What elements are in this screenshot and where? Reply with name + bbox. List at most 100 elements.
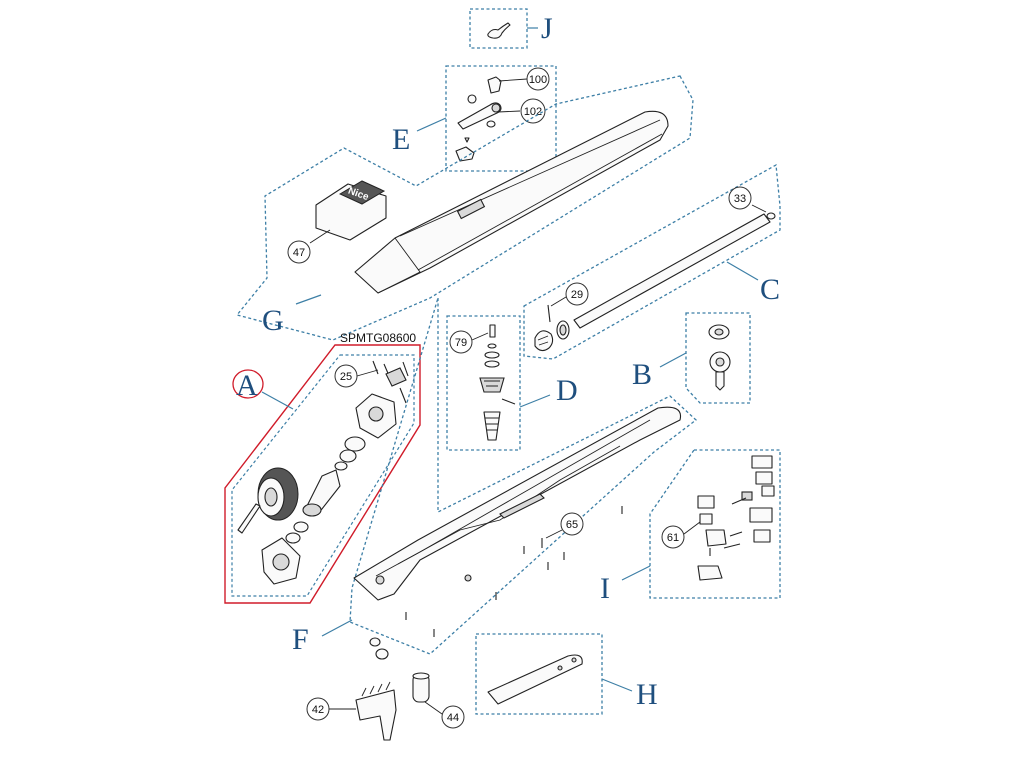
d-crown-gear-teeth	[484, 380, 500, 387]
gear-pinion-teeth	[537, 335, 549, 346]
group-j[interactable]: J	[469, 8, 553, 49]
base-housing-part	[353, 406, 682, 601]
i-plate-2	[741, 491, 753, 501]
group-e[interactable]: 100 102 E	[392, 65, 557, 172]
group-a-letter-ring	[232, 369, 264, 399]
group-c[interactable]: 33 29 C	[523, 163, 781, 360]
small-bushing-part	[486, 120, 496, 128]
callout-29-leader	[550, 296, 567, 307]
a-screw-3	[402, 361, 409, 377]
group-f-leader	[321, 619, 353, 637]
terminal-parts: 42 44	[306, 637, 465, 741]
gear-pinion-part	[534, 330, 554, 352]
d-bevel-gear-teeth	[485, 417, 499, 431]
a-motor-lead-part	[237, 503, 261, 534]
group-h-letter: H	[636, 678, 658, 711]
lead-screw-part	[573, 213, 771, 329]
svg-text:100: 100	[529, 74, 547, 86]
callout-33-leader	[751, 204, 767, 213]
pin-part	[464, 137, 470, 143]
callout-29: 29	[565, 282, 589, 306]
group-g-letter: G	[262, 304, 284, 337]
mounting-plate-part	[487, 654, 583, 705]
callout-100: 100	[526, 67, 550, 91]
a-gearbox-cover-hole	[368, 406, 384, 422]
callout-79: 79	[449, 330, 473, 354]
plate-hole-2	[557, 665, 563, 671]
i-screw-3	[723, 543, 741, 549]
cover-slot	[456, 198, 486, 220]
group-d-letter: D	[556, 374, 578, 407]
svg-text:42: 42	[312, 704, 324, 716]
group-h-frame	[475, 633, 603, 715]
callout-25-leader	[356, 369, 379, 377]
group-j-frame	[469, 8, 528, 49]
a-screw-1	[372, 360, 379, 375]
i-screw-1	[731, 497, 747, 505]
d-small-pin	[501, 398, 516, 405]
kit-code-label: SPMTG08600	[340, 331, 416, 345]
terminal-block-part	[355, 689, 397, 741]
group-a-letter: A	[236, 369, 258, 402]
group-e-frame	[445, 65, 557, 172]
group-g[interactable]: Nice 47 G	[235, 75, 694, 341]
pin-29-part	[547, 304, 551, 323]
callout-102-leader	[497, 110, 521, 113]
group-a-frame	[231, 354, 415, 597]
callout-47: 47	[287, 240, 311, 264]
group-b-frame	[685, 312, 751, 404]
i-base-block	[697, 565, 723, 581]
base-housing-slot	[499, 493, 545, 519]
callout-33: 33	[728, 186, 752, 210]
b-bushing-hole	[714, 328, 724, 336]
group-f-frame	[349, 297, 698, 655]
svg-text:47: 47	[293, 247, 305, 259]
a-worm-gear-part	[385, 367, 407, 387]
group-d[interactable]: 79 D	[446, 315, 578, 451]
callout-65-leader	[545, 529, 563, 539]
group-i-frame	[649, 449, 781, 599]
callout-100-leader	[498, 78, 528, 82]
a-ring-1	[344, 436, 366, 452]
a-motor-end-cap-hole	[272, 553, 290, 571]
i-actuator-1	[699, 513, 713, 525]
group-d-frame	[446, 315, 521, 451]
callout-44-leader	[424, 701, 443, 715]
b-release-key-hole	[715, 357, 725, 367]
group-d-leader	[519, 394, 551, 408]
group-f[interactable]: 65 F	[292, 297, 698, 656]
callout-65: 65	[560, 512, 584, 536]
group-h-leader	[601, 678, 633, 692]
latch-part	[455, 146, 475, 162]
callout-47-leader	[309, 229, 331, 244]
svg-text:102: 102	[524, 106, 542, 118]
d-washer-3	[484, 360, 500, 368]
base-hole-1	[375, 575, 385, 585]
group-a[interactable]: SPMTG08600 A 25	[224, 331, 421, 604]
cover-ridge	[399, 119, 661, 237]
bearing-inner	[559, 324, 567, 336]
lever-hole	[491, 103, 501, 113]
a-motor-winding-core	[264, 487, 278, 507]
d-washer-2	[484, 351, 500, 359]
group-c-frame	[523, 163, 781, 360]
a-screw-4	[399, 387, 407, 404]
svg-text:33: 33	[734, 193, 746, 205]
group-h[interactable]: H	[475, 633, 658, 715]
group-i-leader	[621, 565, 651, 581]
group-j-letter: J	[541, 12, 553, 45]
group-b-letter: B	[632, 358, 652, 391]
callout-42: 42	[306, 697, 330, 721]
group-i-letter: I	[600, 572, 610, 605]
i-bracket	[705, 529, 727, 547]
group-b[interactable]: B	[632, 312, 751, 404]
svg-text:65: 65	[566, 519, 578, 531]
a-ring-2	[339, 449, 357, 463]
i-limit-switch-1	[749, 507, 773, 523]
callout-61: 61	[661, 525, 685, 549]
fuse-holder-1	[369, 637, 381, 647]
svg-text:44: 44	[447, 712, 459, 724]
group-i[interactable]: 61 I	[600, 449, 781, 605]
base-screws	[405, 506, 623, 637]
